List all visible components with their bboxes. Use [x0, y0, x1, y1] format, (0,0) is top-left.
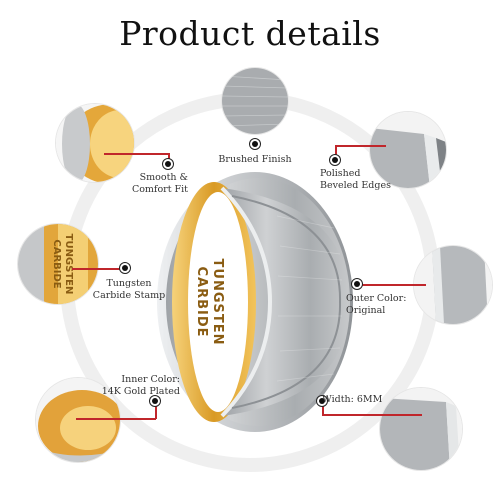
callout-inner-line2: 14K Gold Plated: [101, 386, 180, 397]
callout-brushed-finish: Brushed Finish: [218, 154, 292, 165]
callout-line-beveled: [336, 145, 386, 147]
width-thumbnail: [380, 388, 462, 470]
callout-polished-beveled: Polished Beveled Edges: [320, 168, 420, 192]
stamp-line-1: TUNGSTEN: [210, 259, 225, 346]
callout-outer-line1: Outer Color:: [346, 293, 407, 304]
callout-outer-line2: Original: [346, 305, 386, 316]
callout-line-width: [322, 414, 422, 416]
callout-inner-line1: Inner Color:: [121, 374, 180, 385]
callout-line-beveled-v: [335, 145, 337, 157]
smooth-comfort-thumbnail: [56, 104, 134, 182]
callout-tungsten-stamp: Tungsten Carbide Stamp: [84, 278, 174, 302]
callout-dot-stamp: [122, 265, 128, 271]
callout-line-smooth: [104, 153, 170, 155]
brushed-finish-thumbnail: [222, 68, 288, 134]
callout-inner-color: Inner Color: 14K Gold Plated: [70, 374, 180, 398]
callout-dot-brushed: [252, 141, 258, 147]
callout-dot-smooth: [165, 161, 171, 167]
callout-line-smooth-v: [168, 153, 170, 163]
stamp-line-2: CARBIDE: [194, 266, 209, 337]
callout-smooth-line2: Comfort Fit: [131, 184, 188, 195]
callout-line-width-v: [322, 402, 324, 415]
callout-outer-color: Outer Color: Original: [346, 293, 436, 317]
callout-line-inner-v: [155, 402, 157, 419]
callout-line-outer: [360, 284, 426, 286]
beveled-edges-thumbnail: [370, 112, 446, 188]
callout-line-stamp: [72, 268, 124, 270]
callout-beveled-line2: Beveled Edges: [320, 180, 391, 191]
stamp-thumb-line-2: CARBIDE: [51, 239, 62, 288]
callout-beveled-line1: Polished: [320, 168, 361, 179]
callout-stamp-line1: Tungsten: [106, 278, 152, 289]
callout-dot-inner: [152, 398, 158, 404]
stamp-thumb-line-1: TUNGSTEN: [63, 234, 74, 295]
tungsten-ring-image: TUNGSTEN CARBIDE: [152, 166, 358, 442]
callout-width: Width: 6MM: [322, 394, 383, 405]
outer-color-thumbnail: [414, 246, 492, 324]
callout-dot-outer: [354, 281, 360, 287]
callout-line-inner: [76, 418, 156, 420]
callout-dot-width: [319, 398, 325, 404]
callout-smooth-comfort: Smooth & Comfort Fit: [108, 172, 188, 196]
page-title: Product details: [119, 14, 381, 53]
callout-dot-beveled: [332, 157, 338, 163]
callout-stamp-line2: Carbide Stamp: [92, 290, 166, 301]
callout-smooth-line1: Smooth &: [139, 172, 188, 183]
